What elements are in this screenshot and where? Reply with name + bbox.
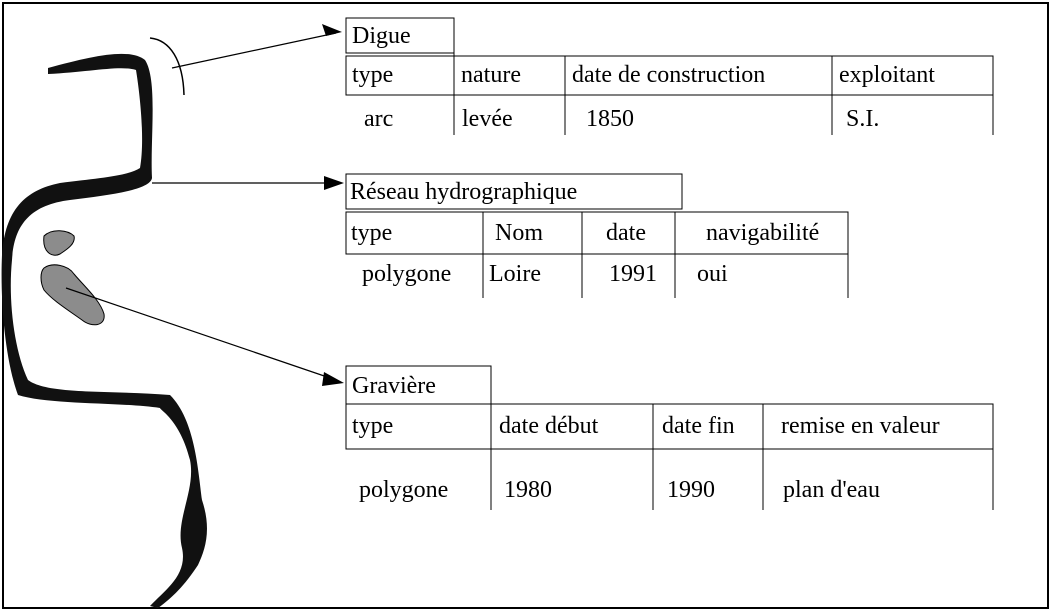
digue-value-nature: levée: [462, 106, 513, 132]
reseau-header-nom: Nom: [495, 220, 543, 246]
graviere-header-type: type: [352, 413, 394, 439]
digue-value-exploitant: S.I.: [846, 106, 880, 132]
graviere-title: Gravière: [352, 373, 436, 399]
gravel-pit-upper: [43, 230, 75, 256]
graviere-header-date-debut: date début: [499, 413, 599, 439]
digue-value-date: 1850: [586, 106, 634, 132]
reseau-title: Réseau hydrographique: [350, 179, 578, 205]
reseau-value-navigabilite: oui: [697, 261, 728, 287]
graviere-value-date-fin: 1990: [667, 477, 715, 503]
river-shape: [1, 53, 207, 608]
reseau-header-date: date: [606, 220, 646, 246]
graviere-value-remise: plan d'eau: [783, 477, 880, 503]
arrow-reseau: [152, 176, 344, 190]
graviere-value-date-debut: 1980: [504, 477, 552, 503]
digue-header-type: type: [352, 62, 394, 88]
arrow-graviere: [65, 287, 344, 386]
reseau-value-type: polygone: [362, 261, 452, 287]
graviere-table-lines: [345, 365, 994, 510]
reseau-value-nom: Loire: [489, 261, 541, 287]
reseau-header-navigabilite: navigabilité: [706, 220, 820, 246]
digue-header-date: date de construction: [572, 62, 766, 88]
digue-title: Digue: [352, 23, 411, 49]
digue-table-lines: [345, 17, 994, 135]
reseau-header-type: type: [351, 220, 393, 246]
gravel-pit-lower: [40, 264, 105, 326]
graviere-value-type: polygone: [359, 477, 449, 503]
digue-header-exploitant: exploitant: [839, 62, 935, 88]
reseau-value-date: 1991: [609, 261, 657, 287]
arrow-digue: [171, 24, 342, 69]
graviere-header-remise: remise en valeur: [781, 413, 940, 439]
digue-header-nature: nature: [461, 62, 521, 88]
reseau-table-lines: [345, 173, 849, 298]
dike-arc: [149, 37, 185, 96]
graviere-header-date-fin: date fin: [662, 413, 735, 439]
digue-value-type: arc: [364, 106, 394, 132]
